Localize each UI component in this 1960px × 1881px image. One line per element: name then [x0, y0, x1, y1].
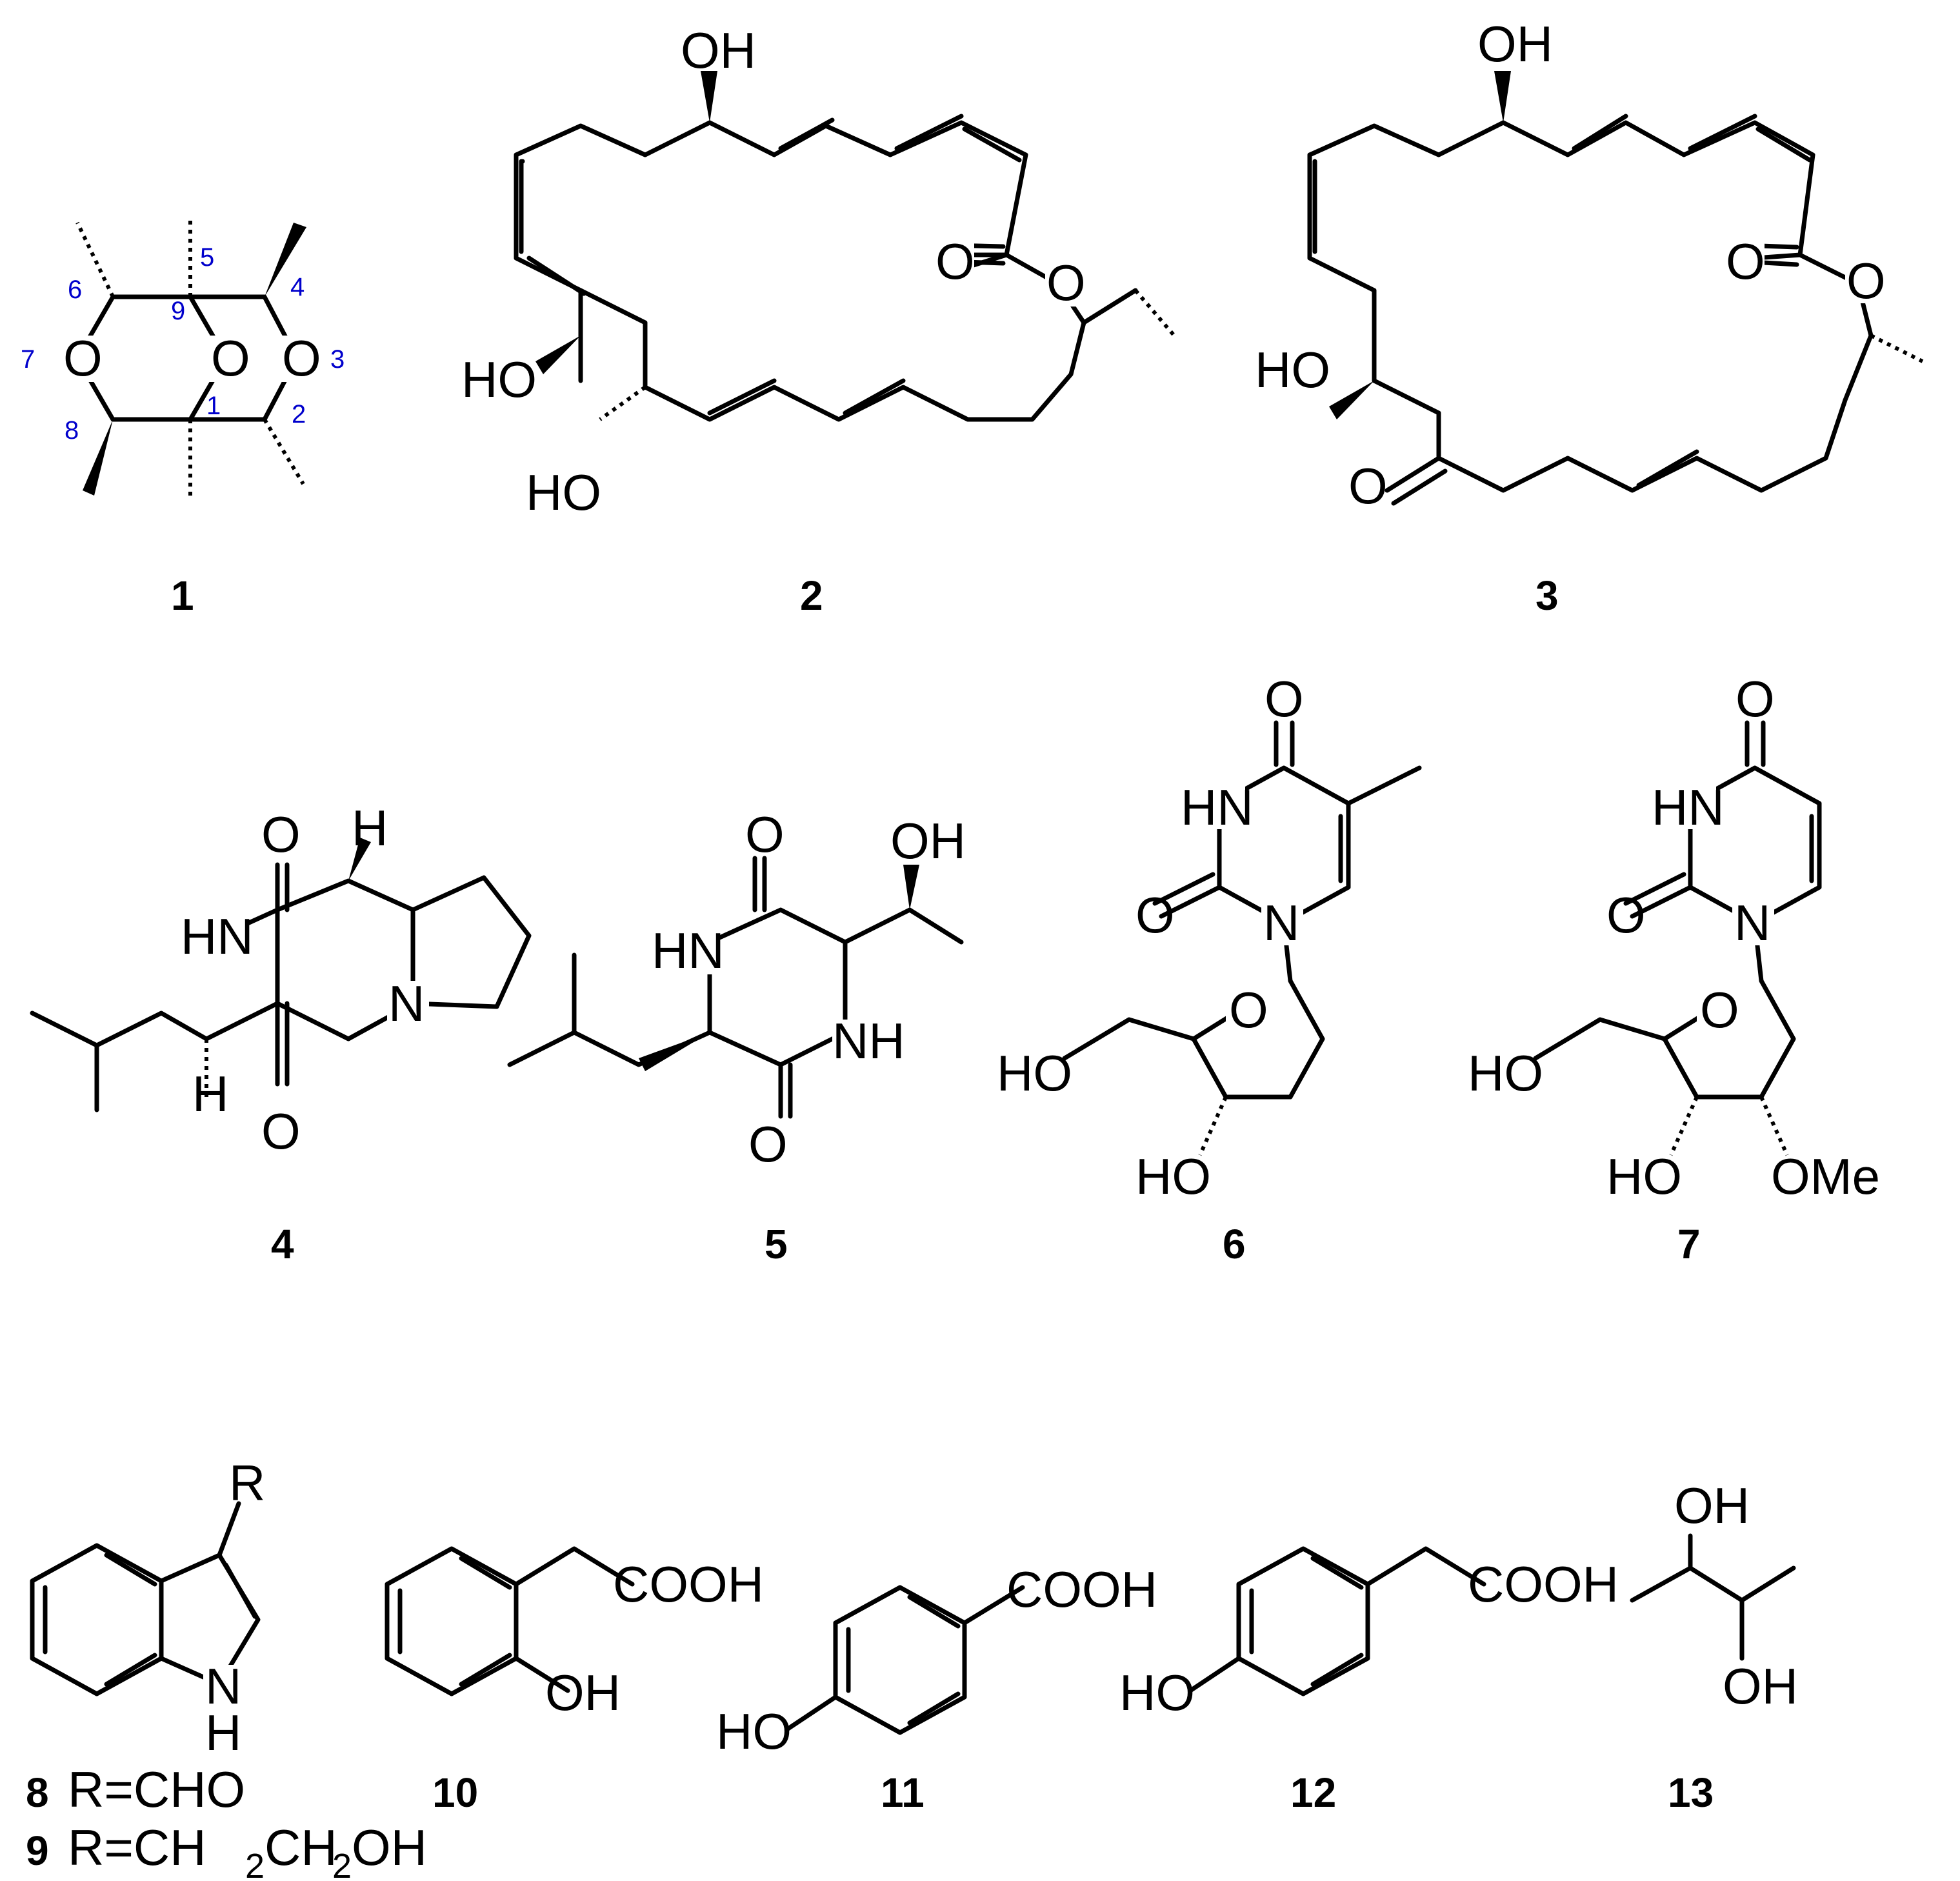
locant: 1	[206, 392, 221, 420]
atom-o: O	[1348, 458, 1388, 514]
compound-number: 10	[432, 1769, 478, 1816]
atom-h: H	[352, 800, 388, 856]
atom-h: H	[205, 1704, 241, 1761]
locant: 7	[21, 345, 35, 374]
atom-o: O	[1135, 887, 1175, 943]
atom-ho: HO	[1468, 1045, 1543, 1101]
atom-r: R	[229, 1454, 265, 1511]
atom-o: O	[1265, 670, 1304, 727]
compound-12: COOH HO 12	[1119, 1546, 1619, 1816]
compound-4: O H HN N H O 4	[30, 800, 532, 1267]
atom-ho: HO	[716, 1703, 792, 1760]
locant: 4	[290, 273, 305, 301]
atom-cooh: COOH	[1468, 1556, 1619, 1613]
substituent-label: R=CH	[68, 1819, 206, 1876]
compound-2: OH O O HO HO 2	[461, 22, 1176, 619]
locant: 8	[65, 416, 79, 445]
atom-o: O	[1846, 252, 1886, 309]
compound-number: 2	[800, 572, 823, 619]
atom-oh: OH	[1723, 1658, 1798, 1715]
atom-o: O	[1700, 981, 1739, 1038]
atom-ho: HO	[1119, 1664, 1195, 1721]
atom-hn: HN	[181, 908, 254, 965]
compound-number: 4	[271, 1221, 294, 1267]
locant: 5	[200, 243, 214, 272]
atom-o: O	[1046, 254, 1086, 311]
atom-o: O	[1735, 670, 1775, 727]
atom-n: N	[1263, 894, 1299, 951]
compound-number: 9	[26, 1827, 49, 1874]
atom-o: O	[748, 1116, 788, 1172]
subscript: 2	[245, 1847, 265, 1881]
atom-hn: HN	[1181, 779, 1254, 836]
compound-number: 13	[1668, 1769, 1714, 1816]
compound-number: 3	[1535, 572, 1559, 619]
compound-number: 11	[881, 1769, 925, 1816]
atom-oh: OH	[1477, 15, 1553, 72]
compound-number: 12	[1290, 1769, 1336, 1816]
substituent-label: CH	[265, 1819, 337, 1876]
compound-number: 1	[171, 572, 194, 619]
atom-o: O	[745, 806, 785, 863]
compound-11: COOH HO 11	[716, 1561, 1157, 1816]
atom-o: O	[1606, 887, 1646, 943]
compound-1: O O O 1 2 3 4 5 6 7 8 9 1	[21, 219, 345, 619]
atom-o: O	[261, 806, 301, 863]
atom-ho: HO	[1135, 1148, 1211, 1205]
compound-5: O OH HN NH O 5	[507, 806, 966, 1267]
atom-oh: OH	[545, 1664, 621, 1721]
compound-number: 5	[765, 1221, 788, 1267]
atom-n: N	[388, 975, 425, 1032]
compound-13: OH OH 13	[1630, 1477, 1798, 1816]
compound-number: 6	[1223, 1221, 1246, 1267]
atom-oh: OH	[1674, 1477, 1750, 1534]
atom-o: O	[261, 1103, 301, 1160]
atom-ho: HO	[997, 1045, 1072, 1101]
atom-cooh: COOH	[1006, 1561, 1157, 1618]
atom-hn: HN	[652, 922, 725, 979]
compound-10: COOH OH 10	[385, 1546, 764, 1816]
atom-n: N	[1734, 894, 1770, 951]
atom-n: N	[205, 1658, 241, 1715]
compound-3: OH O O HO O 3	[1255, 15, 1924, 619]
atom-o: O	[935, 233, 975, 290]
atom-nh: NH	[832, 1012, 905, 1069]
atom-cooh: COOH	[613, 1556, 764, 1613]
atom-hn: HN	[1652, 779, 1725, 836]
compound-6: O HN O N O HO HO 6	[997, 670, 1422, 1267]
substituent-label: R=CHO	[68, 1761, 245, 1818]
atom-o: O	[1726, 233, 1765, 290]
atom-ho: HO	[1606, 1148, 1682, 1205]
locant: 9	[171, 297, 185, 325]
subscript: 2	[332, 1847, 352, 1881]
atom-ho: HO	[526, 464, 601, 521]
locant: 3	[330, 345, 345, 374]
locant: 2	[292, 400, 306, 428]
atom-o: O	[211, 330, 250, 387]
locant: 6	[68, 276, 82, 304]
compound-8-9: R N H 8 R=CHO 9 R=CH 2 CH 2 OH	[26, 1454, 427, 1881]
atom-o: O	[282, 330, 321, 387]
substituent-label: OH	[352, 1819, 427, 1876]
compound-7: O HN O N O HO HO OMe 7	[1468, 670, 1880, 1267]
compound-number: 8	[26, 1769, 49, 1816]
atom-ome: OMe	[1771, 1148, 1880, 1205]
atom-ho: HO	[1255, 341, 1330, 398]
compound-number: 7	[1677, 1221, 1701, 1267]
atom-ho: HO	[461, 351, 537, 408]
atom-oh: OH	[681, 22, 756, 79]
atom-oh: OH	[890, 812, 966, 869]
atom-h: H	[192, 1065, 228, 1122]
atom-o: O	[1229, 981, 1268, 1038]
atom-o: O	[63, 330, 103, 387]
